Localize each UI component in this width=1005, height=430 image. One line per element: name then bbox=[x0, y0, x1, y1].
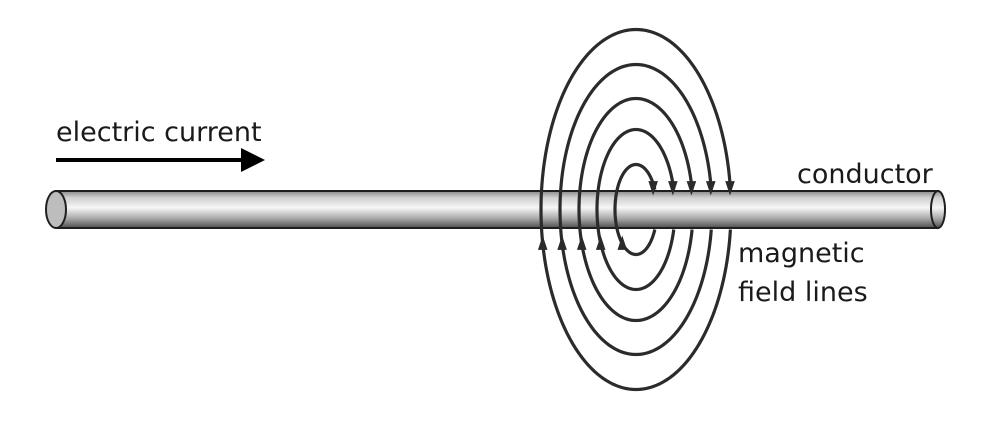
field-arrow-down-5 bbox=[648, 181, 658, 196]
field-loop-back-2 bbox=[635, 62, 713, 357]
field-arrow-up-3 bbox=[576, 235, 587, 250]
field-arrow-up-2 bbox=[557, 235, 567, 250]
field-lines-front bbox=[539, 27, 637, 392]
conductor-label: conductor bbox=[797, 159, 934, 190]
magnetic-label: magnetic bbox=[738, 238, 865, 269]
field-loop-front-1 bbox=[539, 27, 637, 392]
field-arrow-down-3 bbox=[686, 181, 697, 196]
right-arrow-icon bbox=[56, 148, 265, 172]
field-loop-back-4 bbox=[635, 127, 676, 292]
field-arrow-up-5 bbox=[617, 235, 628, 250]
field-arrow-down-1 bbox=[725, 181, 735, 196]
field-loop-front-4 bbox=[595, 127, 637, 292]
field-loop-front-2 bbox=[558, 62, 637, 357]
field-lines-back bbox=[635, 27, 733, 392]
field-arrow-up-1 bbox=[537, 235, 548, 250]
conductor-rod bbox=[45, 190, 946, 229]
electric-current-label: electric current bbox=[56, 117, 262, 148]
conductor-left-end bbox=[45, 190, 67, 229]
field-arrow-down-2 bbox=[705, 181, 716, 196]
conductor-body bbox=[55, 190, 939, 229]
current-arrow-head bbox=[241, 148, 265, 172]
conductor-right-end bbox=[930, 190, 946, 229]
field-arrow-down-4 bbox=[668, 181, 678, 196]
field-lines-label: field lines bbox=[738, 277, 868, 308]
field-loop-back-1 bbox=[635, 27, 733, 392]
field-direction-arrows bbox=[537, 181, 735, 250]
field-loop-front-3 bbox=[577, 96, 637, 323]
field-loop-back-3 bbox=[635, 96, 694, 323]
field-arrow-up-4 bbox=[595, 235, 606, 250]
